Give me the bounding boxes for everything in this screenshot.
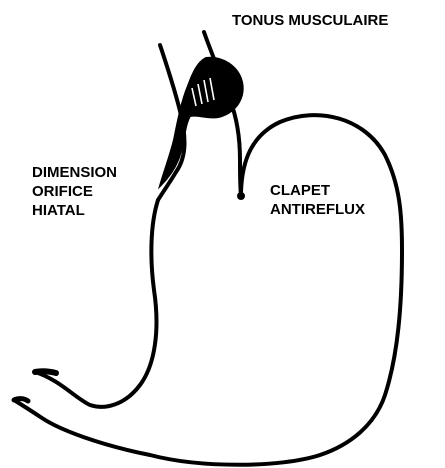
label-dimension-orifice-hiatal: DIMENSION ORIFICE HIATAL	[32, 163, 117, 220]
label-line: ORIFICE	[32, 182, 117, 201]
label-line: TONUS MUSCULAIRE	[232, 11, 388, 30]
label-line: HIATAL	[32, 201, 117, 220]
label-tonus-musculaire: TONUS MUSCULAIRE	[232, 11, 388, 30]
label-line: ANTIREFLUX	[270, 200, 365, 219]
duodenum-top-edge	[35, 371, 56, 373]
lesser-curvature	[35, 200, 158, 407]
label-line: DIMENSION	[32, 163, 117, 182]
label-clapet-antireflux: CLAPET ANTIREFLUX	[270, 181, 365, 219]
label-line: CLAPET	[270, 181, 365, 200]
duodenum-bottom-edge	[14, 399, 28, 401]
